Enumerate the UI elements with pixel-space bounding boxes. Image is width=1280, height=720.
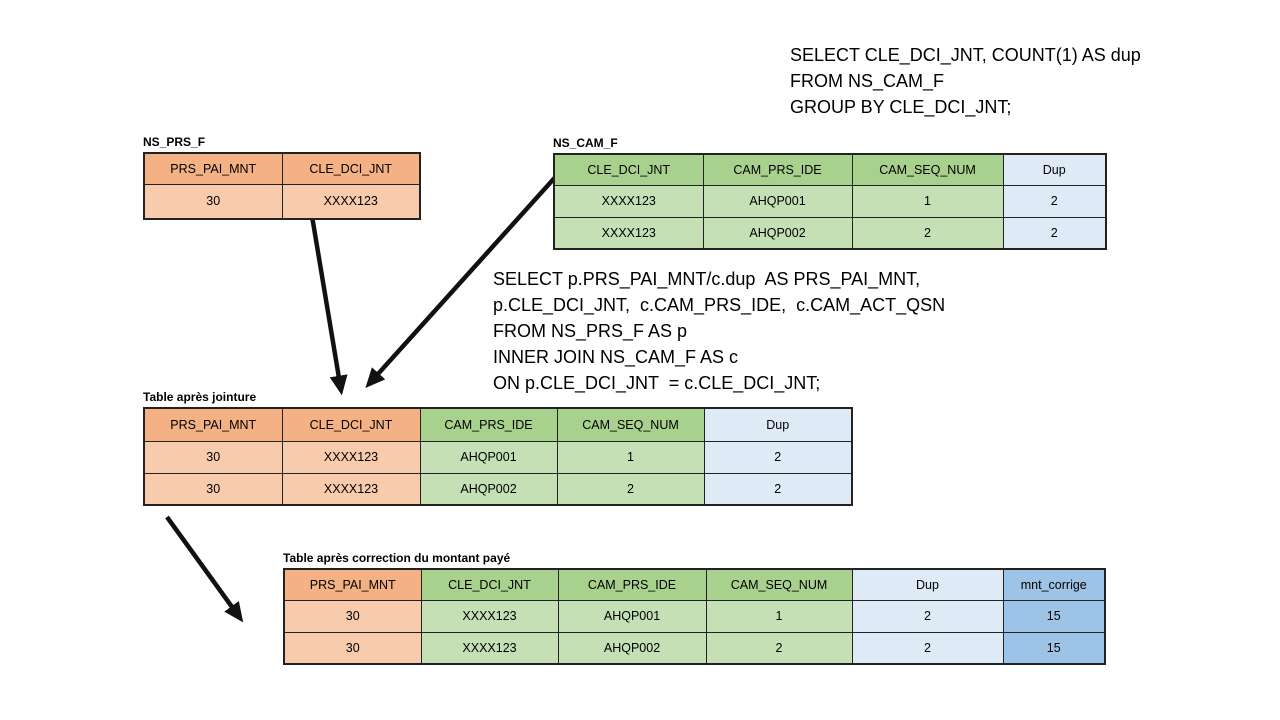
column-header: PRS_PAI_MNT [143, 407, 283, 442]
column-header: Dup [703, 407, 853, 442]
table-row: 30 XXXX123 AHQP001 1 2 [143, 440, 853, 474]
sql-line: GROUP BY CLE_DCI_JNT; [790, 97, 1012, 117]
sql-line: FROM NS_PRS_F AS p [493, 321, 688, 341]
cell: 1 [556, 440, 705, 474]
cell: XXXX123 [281, 440, 421, 474]
column-header: CLE_DCI_JNT [281, 407, 421, 442]
arrow-join-to-corrected-icon [165, 515, 244, 623]
cell: 15 [1002, 631, 1106, 665]
table-ns-prs-f: NS_PRS_F PRS_PAI_MNT CLE_DCI_JNT 30 XXXX… [143, 134, 421, 220]
cell: 15 [1002, 599, 1106, 633]
table-row: 30 XXXX123 AHQP001 1 2 15 [283, 599, 1106, 633]
sql-group-by-query: SELECT CLE_DCI_JNT, COUNT(1) AS dup FROM… [790, 42, 1141, 120]
table-row: 30 XXXX123 [143, 183, 421, 220]
column-header: PRS_PAI_MNT [143, 152, 283, 185]
cell: XXXX123 [281, 183, 421, 220]
cell: AHQP001 [557, 599, 707, 633]
cell: 1 [705, 599, 853, 633]
table-ns-cam-f: NS_CAM_F CLE_DCI_JNT CAM_PRS_IDE CAM_SEQ… [553, 135, 1107, 250]
cell: XXXX123 [281, 472, 421, 506]
column-header: Dup [1002, 153, 1107, 186]
table-row: XXXX123 AHQP002 2 2 [553, 216, 1107, 250]
cell: 2 [703, 472, 853, 506]
sql-join-query: SELECT p.PRS_PAI_MNT/c.dup AS PRS_PAI_MN… [493, 266, 945, 396]
column-header: CAM_SEQ_NUM [851, 153, 1004, 186]
ns-prs-f-grid: PRS_PAI_MNT CLE_DCI_JNT 30 XXXX123 [143, 152, 421, 220]
corrected-grid: PRS_PAI_MNT CLE_DCI_JNT CAM_PRS_IDE CAM_… [283, 568, 1106, 665]
cell: AHQP002 [702, 216, 853, 250]
sql-line: p.CLE_DCI_JNT, c.CAM_PRS_IDE, c.CAM_ACT_… [493, 295, 946, 315]
table-join-result: Table après jointure PRS_PAI_MNT CLE_DCI… [143, 389, 853, 506]
cell: 2 [851, 631, 1004, 665]
column-header: PRS_PAI_MNT [283, 568, 422, 601]
table-row: 30 XXXX123 AHQP002 2 2 15 [283, 631, 1106, 665]
cell: AHQP002 [419, 472, 558, 506]
table-title: Table après correction du montant payé [283, 551, 511, 565]
cell: 2 [556, 472, 705, 506]
sql-line: SELECT CLE_DCI_JNT, COUNT(1) AS dup [790, 45, 1141, 65]
cell: XXXX123 [420, 631, 559, 665]
cell: 2 [851, 599, 1004, 633]
cell: 30 [143, 183, 283, 220]
table-title: NS_PRS_F [143, 135, 206, 149]
sql-line: INNER JOIN NS_CAM_F AS c [493, 347, 739, 367]
cell: 1 [851, 184, 1004, 218]
cell: 2 [1002, 216, 1107, 250]
column-header: CAM_SEQ_NUM [556, 407, 705, 442]
cell: AHQP001 [419, 440, 558, 474]
table-corrected: Table après correction du montant payé P… [283, 550, 1106, 665]
join-result-grid: PRS_PAI_MNT CLE_DCI_JNT CAM_PRS_IDE CAM_… [143, 407, 853, 506]
table-title: NS_CAM_F [553, 136, 618, 150]
column-header: CAM_SEQ_NUM [705, 568, 853, 601]
sql-line: SELECT p.PRS_PAI_MNT/c.dup AS PRS_PAI_MN… [493, 269, 921, 289]
column-header: CLE_DCI_JNT [553, 153, 704, 186]
cell: 30 [143, 472, 283, 506]
cell: XXXX123 [553, 184, 704, 218]
column-header: mnt_corrige [1002, 568, 1106, 601]
column-header: CAM_PRS_IDE [557, 568, 707, 601]
cell: 2 [851, 216, 1004, 250]
table-row: XXXX123 AHQP001 1 2 [553, 184, 1107, 218]
sql-line: FROM NS_CAM_F [790, 71, 945, 91]
cell: 30 [283, 599, 422, 633]
column-header: CLE_DCI_JNT [420, 568, 559, 601]
cell: XXXX123 [553, 216, 704, 250]
column-header: CAM_PRS_IDE [419, 407, 558, 442]
cell: 30 [283, 631, 422, 665]
cell: 2 [1002, 184, 1107, 218]
sql-line: ON p.CLE_DCI_JNT = c.CLE_DCI_JNT; [493, 373, 821, 393]
column-header: CLE_DCI_JNT [281, 152, 421, 185]
column-header: Dup [851, 568, 1004, 601]
ns-cam-f-grid: CLE_DCI_JNT CAM_PRS_IDE CAM_SEQ_NUM Dup … [553, 153, 1107, 250]
cell: 2 [703, 440, 853, 474]
table-row: 30 XXXX123 AHQP002 2 2 [143, 472, 853, 506]
cell: 2 [705, 631, 853, 665]
cell: XXXX123 [420, 599, 559, 633]
column-header: CAM_PRS_IDE [702, 153, 853, 186]
table-title: Table après jointure [143, 390, 257, 404]
cell: 30 [143, 440, 283, 474]
cell: AHQP001 [702, 184, 853, 218]
cell: AHQP002 [557, 631, 707, 665]
